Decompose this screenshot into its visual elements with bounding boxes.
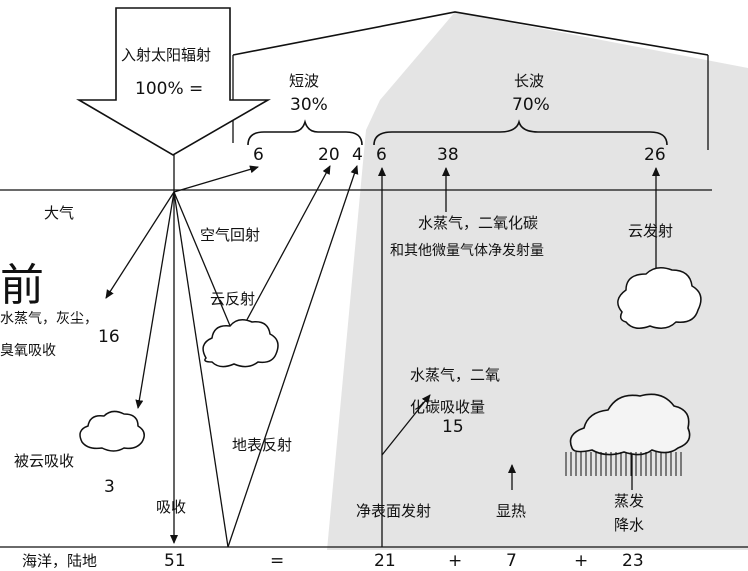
shortwave-percent: 30%	[290, 95, 328, 115]
longwave-cloud-value: 26	[644, 145, 666, 165]
longwave-surface-value: 6	[376, 145, 387, 165]
balance-plus-2: +	[574, 551, 589, 571]
incoming-amount: 100% =	[135, 79, 204, 99]
overlay-character: 前	[0, 260, 44, 311]
balance-equals: =	[270, 551, 285, 571]
absorbed-label: 吸收	[156, 498, 187, 516]
cloud-absorb-arrow	[135, 191, 175, 409]
cloud-absorb-cloud	[79, 410, 145, 452]
vapor-co2-absorb-label-1: 水蒸气，二氧	[410, 366, 501, 384]
vapor-co2-absorb-value: 15	[442, 417, 464, 437]
shortwave-label: 短波	[289, 72, 320, 90]
incoming-arrow	[76, 7, 271, 156]
shortwave-cloud-value: 20	[318, 145, 340, 165]
evaporation-label: 蒸发	[614, 492, 645, 510]
longwave-percent: 70%	[512, 95, 550, 115]
rain-lines	[565, 452, 682, 476]
cloud-emission-label: 云发射	[628, 222, 674, 240]
shortwave-air-value: 6	[253, 145, 264, 165]
ocean-land-label: 海洋，陆地	[22, 552, 98, 570]
cloud-reflect-cloud	[202, 319, 279, 368]
precipitation-label: 降水	[614, 516, 645, 534]
gas-emission-label-2: 和其他微量气体净发射量	[390, 243, 544, 259]
cloud-absorb-value: 3	[104, 477, 115, 497]
longwave-gases-value: 38	[437, 145, 459, 165]
cloud-ray-in	[173, 191, 237, 341]
surface-reflect-arrow	[227, 165, 359, 548]
cloud-emission-cloud	[617, 267, 702, 329]
vapor-dust-ozone-label-1: 水蒸气，灰尘，	[0, 311, 98, 327]
incoming-title: 入射太阳辐射	[121, 46, 212, 64]
surface-ray-in	[173, 191, 229, 548]
air-backscatter-label: 空气回射	[200, 226, 261, 244]
balance-sensible: 7	[506, 551, 517, 571]
vapor-dust-ozone-value: 16	[98, 327, 120, 347]
longwave-label: 长波	[514, 72, 545, 90]
air-backscatter-arrow	[173, 165, 259, 193]
balance-latent: 23	[622, 551, 644, 571]
cloud-reflect-label: 云反射	[210, 290, 256, 308]
balance-absorbed: 51	[164, 551, 186, 571]
vapor-co2-absorb-arrow	[381, 394, 431, 456]
gas-emission-label-1: 水蒸气，二氧化碳	[418, 214, 539, 232]
sensible-heat-label: 显热	[496, 502, 527, 520]
roof-outline	[232, 11, 709, 56]
longwave-brace	[373, 119, 668, 146]
surface-reflect-label: 地表反射	[232, 436, 293, 454]
balance-emission: 21	[374, 551, 396, 571]
vapor-dust-ozone-label-2: 臭氧吸收	[0, 343, 56, 359]
net-surface-emission-label: 净表面发射	[356, 502, 432, 520]
vapor-absorb-arrow	[105, 191, 175, 299]
balance-plus-1: +	[448, 551, 463, 571]
atmosphere-label: 大气	[44, 204, 75, 222]
shortwave-brace	[247, 119, 363, 146]
cloud-absorb-label: 被云吸收	[14, 452, 75, 470]
cloud-reflect-arrow	[235, 165, 331, 341]
shortwave-surface-value: 4	[352, 145, 363, 165]
vapor-co2-absorb-label-2: 化碳吸收量	[410, 398, 486, 416]
rain-cloud	[569, 393, 691, 456]
